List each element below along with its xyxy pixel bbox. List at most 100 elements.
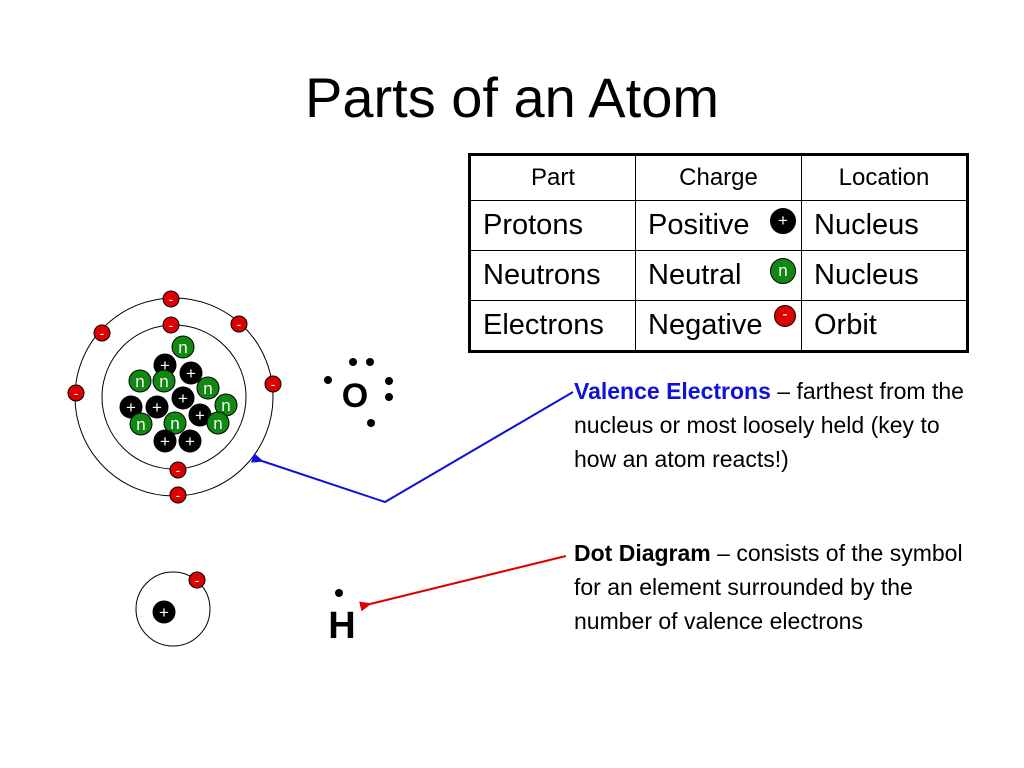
oxygen-symbol: O <box>342 377 368 415</box>
proton-label: + <box>178 389 188 408</box>
proton-label: + <box>186 364 196 383</box>
dot-diagram-arrow <box>359 555 567 612</box>
dot-diagram-note: Dot Diagram – consists of the symbol for… <box>574 536 974 638</box>
cell-charge-text: Negative <box>648 309 763 341</box>
valence-dot <box>349 358 357 366</box>
proton-circle <box>119 395 143 419</box>
proton-circle <box>179 361 203 385</box>
electron-label: - <box>176 487 181 503</box>
neutron-icon: n <box>770 258 796 284</box>
header-location: Location <box>801 154 968 201</box>
cell-location: Orbit <box>801 300 968 352</box>
electron-circle <box>188 571 206 589</box>
neutron-label: n <box>221 396 230 415</box>
electron-label: - <box>169 317 174 333</box>
neutron-label: n <box>203 379 212 398</box>
proton-particle: + <box>171 386 195 410</box>
electron-circle <box>169 461 187 479</box>
cell-part: Neutrons <box>469 250 636 301</box>
parts-table: Part Charge Location Protons Positive + … <box>468 153 969 353</box>
neutron-label: n <box>178 338 187 357</box>
electron-circle <box>162 290 180 308</box>
proton-label: + <box>159 603 169 622</box>
neutron-particle: n <box>196 376 220 400</box>
valence-dot <box>385 393 393 401</box>
proton-particle: + <box>153 429 177 453</box>
valence-term: Valence Electrons <box>574 378 771 404</box>
electron-particle: - <box>188 571 206 589</box>
hydrogen-orbit <box>135 571 211 647</box>
neutron-particle: n <box>128 369 152 393</box>
neutron-particle: n <box>171 335 195 359</box>
electron-particle: - <box>93 324 111 342</box>
proton-particle: + <box>179 361 203 385</box>
electron-particle: - <box>67 384 85 402</box>
neutron-circle <box>128 369 152 393</box>
cell-charge-text: Positive <box>648 209 750 241</box>
valence-electrons-note: Valence Electrons – farthest from the nu… <box>574 374 974 476</box>
electron-label: - <box>271 376 276 392</box>
proton-circle <box>178 429 202 453</box>
proton-circle <box>153 429 177 453</box>
cell-part: Protons <box>469 200 636 251</box>
table-row-neutrons: Neutrons Neutral n Nucleus <box>469 250 968 301</box>
proton-label: + <box>152 398 162 417</box>
dot-diagram-term: Dot Diagram <box>574 540 711 566</box>
electron-icon: - <box>774 305 796 327</box>
electron-label: - <box>176 462 181 478</box>
neutron-label: n <box>213 414 222 433</box>
proton-particle: + <box>178 429 202 453</box>
electron-particle: - <box>162 316 180 334</box>
neutron-label: n <box>159 372 168 391</box>
electron-label: - <box>74 385 79 401</box>
valence-dot <box>324 376 332 384</box>
proton-circle <box>171 386 195 410</box>
table-row-electrons: Electrons Negative - Orbit <box>469 300 968 352</box>
neutron-particle: n <box>152 369 176 393</box>
neutron-circle <box>163 411 187 435</box>
electron-label: - <box>100 325 105 341</box>
valence-dot <box>385 377 393 385</box>
neutron-label: n <box>136 415 145 434</box>
electron-circle <box>264 375 282 393</box>
cell-part: Electrons <box>469 300 636 352</box>
cell-charge: Positive + <box>635 200 802 251</box>
proton-circle <box>145 395 169 419</box>
table-row-protons: Protons Positive + Nucleus <box>469 200 968 251</box>
neutron-circle <box>152 369 176 393</box>
neutron-circle <box>206 411 230 435</box>
proton-label: + <box>126 398 136 417</box>
electron-particle: - <box>264 375 282 393</box>
electron-particle: - <box>162 290 180 308</box>
neutron-circle <box>129 412 153 436</box>
proton-circle <box>152 600 176 624</box>
neutron-label: n <box>135 372 144 391</box>
proton-particle: + <box>119 395 143 419</box>
electron-circle <box>169 486 187 504</box>
valence-dot <box>335 589 343 597</box>
proton-particle: + <box>188 403 212 427</box>
neutron-circle <box>171 335 195 359</box>
neutron-particle: n <box>206 411 230 435</box>
proton-particle: + <box>145 395 169 419</box>
proton-label: + <box>160 432 170 451</box>
electron-circle <box>230 315 248 333</box>
neutron-label: n <box>170 414 179 433</box>
neutron-particle: n <box>163 411 187 435</box>
electron-label: - <box>169 291 174 307</box>
proton-label: + <box>185 432 195 451</box>
neutron-particle: n <box>214 393 238 417</box>
electron-circle <box>67 384 85 402</box>
electron-particle: - <box>169 486 187 504</box>
cell-charge-text: Neutral <box>648 259 742 291</box>
proton-label: + <box>195 406 205 425</box>
cell-location: Nucleus <box>801 200 968 251</box>
electron-circle <box>93 324 111 342</box>
electron-label: - <box>195 572 200 588</box>
electron-label: - <box>237 316 242 332</box>
cell-charge: Negative - <box>635 300 802 352</box>
proton-particle: + <box>152 600 176 624</box>
valence-definition: – farthest from the nucleus or most loos… <box>574 378 964 472</box>
